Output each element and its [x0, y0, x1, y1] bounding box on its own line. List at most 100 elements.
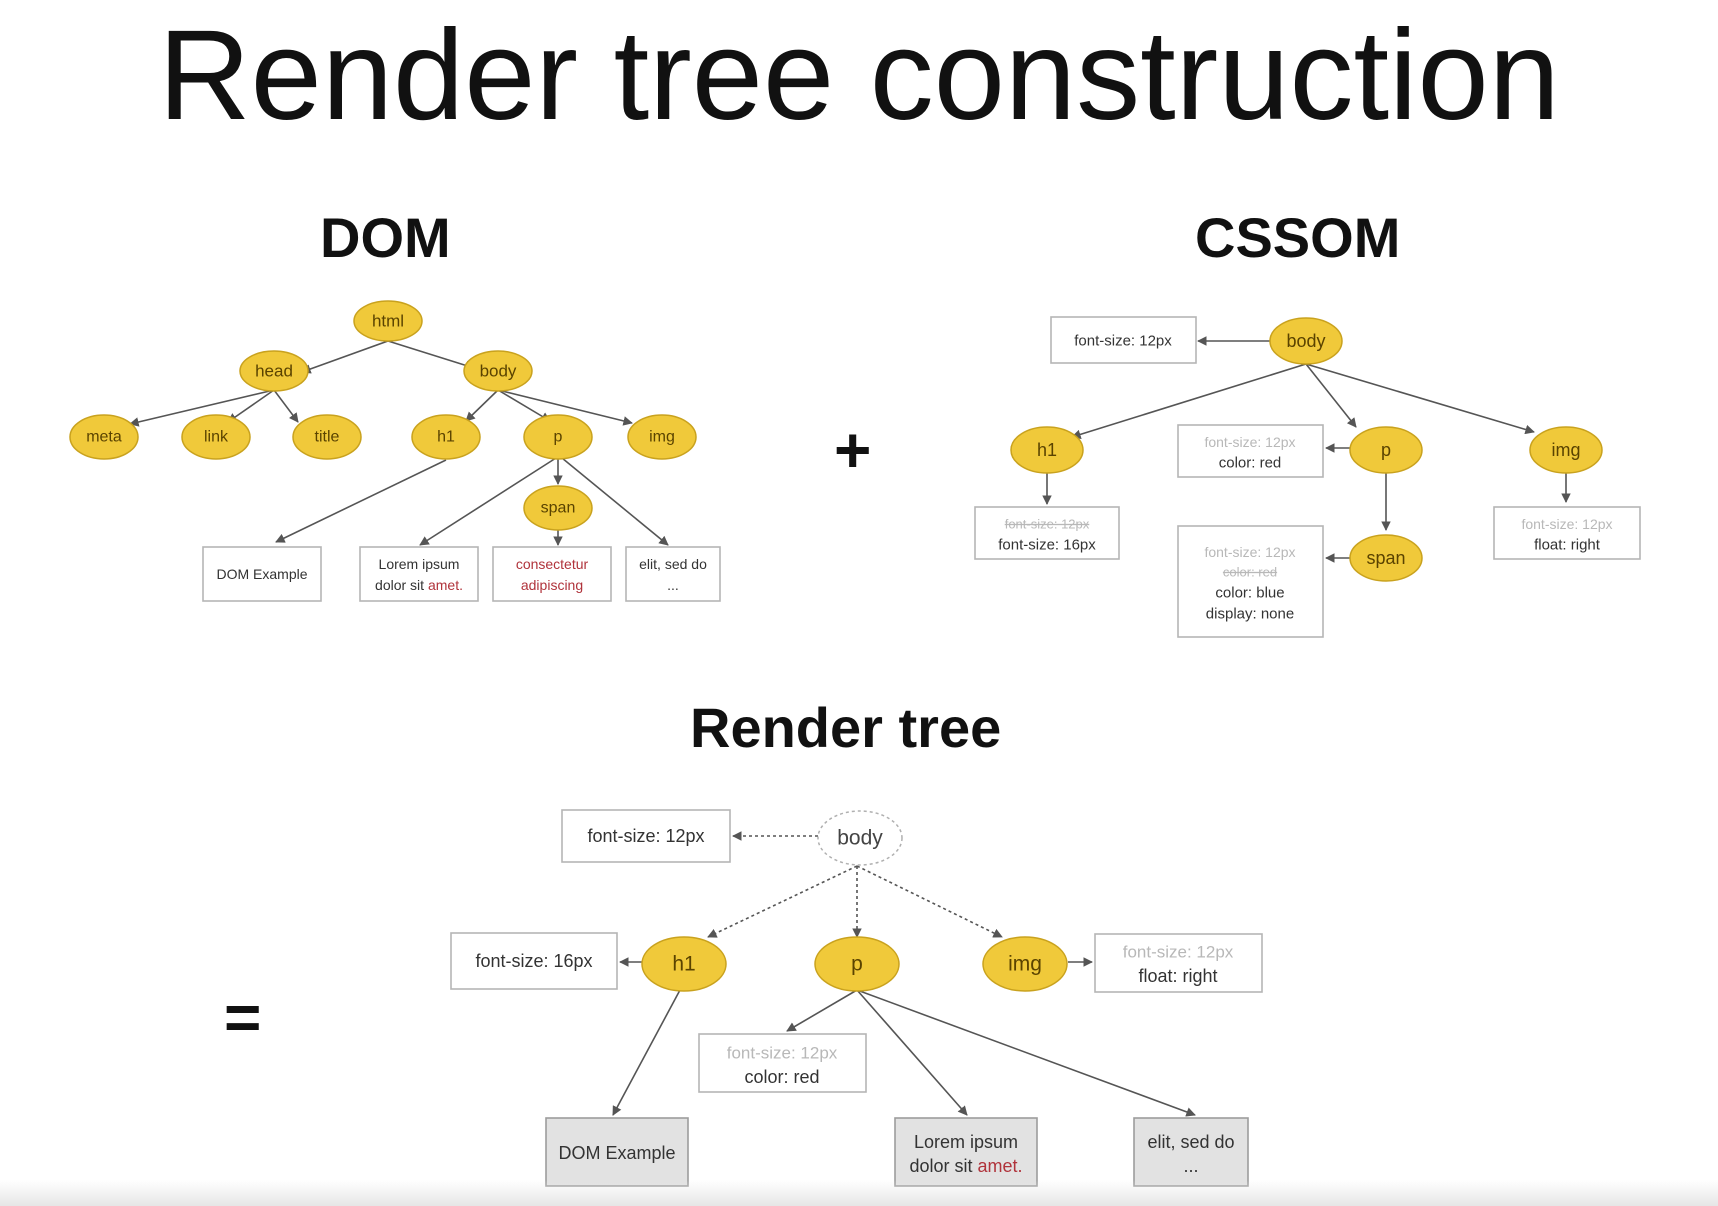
- cssom-edge-body-img: [1305, 363, 1535, 435]
- cssom-rule-span-inherited-1: font-size: 12px: [1204, 544, 1295, 560]
- render-node-img-label: img: [1008, 953, 1042, 976]
- cssom-node-body: body: [1269, 317, 1343, 365]
- dom-node-p-label: p: [554, 429, 563, 446]
- render-tree-heading: Render tree: [690, 696, 1002, 759]
- dom-node-meta-label: meta: [86, 429, 122, 446]
- render-rule-body: font-size: 12px: [561, 809, 731, 863]
- cssom-rule-p-inherited: font-size: 12px: [1204, 434, 1295, 450]
- dom-text-consectetur-line2: adipiscing: [521, 577, 583, 593]
- render-rule-h1: font-size: 16px: [450, 932, 618, 990]
- dom-node-title: title: [292, 414, 362, 460]
- render-rule-p: font-size: 12px color: red: [698, 1033, 867, 1093]
- render-text-dom-example: DOM Example: [545, 1117, 689, 1187]
- bottom-shade: [0, 1180, 1718, 1206]
- render-text-dom-example-label: DOM Example: [558, 1143, 675, 1163]
- dom-node-img-label: img: [649, 429, 675, 446]
- dom-heading: DOM: [320, 206, 451, 269]
- cssom-rule-img-active: float: right: [1534, 537, 1601, 554]
- dom-node-p: p: [523, 414, 593, 460]
- dom-text-lorem-line1: Lorem ipsum: [379, 556, 460, 572]
- cssom-rule-h1: font-size: 12px font-size: 16px: [974, 506, 1120, 560]
- cssom-edge-body-h1: [1071, 363, 1307, 440]
- dom-text-dom-example-label: DOM Example: [216, 566, 307, 582]
- render-node-body: body: [817, 810, 903, 866]
- dom-text-lorem: Lorem ipsum dolor sit amet.: [359, 546, 479, 602]
- dom-edge-p-elit: [561, 457, 669, 546]
- render-edge-h1-text: [612, 989, 681, 1116]
- dom-node-h1: h1: [411, 414, 481, 460]
- render-text-elit: elit, sed do ...: [1133, 1117, 1249, 1187]
- render-rule-body-label: font-size: 12px: [587, 826, 704, 846]
- dom-edge-head-title: [273, 389, 299, 423]
- render-text-lorem-line2: dolor sit amet.: [909, 1156, 1022, 1176]
- render-node-p-label: p: [851, 953, 863, 976]
- cssom-rule-img-inherited: font-size: 12px: [1521, 516, 1612, 532]
- render-rule-img-active: float: right: [1138, 966, 1217, 986]
- cssom-rule-span: font-size: 12px color: red color: blue d…: [1177, 525, 1324, 638]
- dom-node-span-label: span: [541, 500, 576, 517]
- cssom-node-p: p: [1349, 426, 1423, 474]
- render-node-p: p: [814, 936, 900, 992]
- dom-text-elit-line1: elit, sed do: [639, 556, 707, 572]
- render-edge-p-lorem: [856, 989, 968, 1116]
- dom-node-link: link: [181, 414, 251, 460]
- cssom-node-h1-label: h1: [1037, 440, 1057, 460]
- slide-title: Render tree construction: [158, 4, 1560, 147]
- render-text-elit-line2: ...: [1183, 1156, 1198, 1176]
- render-text-lorem: Lorem ipsum dolor sit amet.: [894, 1117, 1038, 1187]
- render-node-body-label: body: [837, 827, 883, 850]
- dom-edge-p-lorem: [419, 457, 557, 546]
- cssom-rule-h1-overridden: font-size: 12px: [1005, 517, 1090, 532]
- render-rule-p-active: color: red: [744, 1067, 819, 1087]
- cssom-heading: CSSOM: [1195, 206, 1401, 269]
- dom-node-h1-label: h1: [437, 429, 455, 446]
- dom-edge-body-img: [497, 389, 633, 426]
- dom-edge-body-h1: [465, 389, 499, 422]
- render-edge-p-elit: [856, 989, 1196, 1117]
- dom-node-meta: meta: [69, 414, 139, 460]
- cssom-rule-span-overridden: color: red: [1223, 565, 1277, 580]
- cssom-node-h1: h1: [1010, 426, 1084, 474]
- render-edge-p-rule: [786, 989, 858, 1032]
- dom-edge-head-link: [227, 389, 275, 423]
- dom-node-html: html: [353, 300, 423, 342]
- dom-node-img: img: [627, 414, 697, 460]
- dom-text-consectetur: consectetur adipiscing: [492, 546, 612, 602]
- dom-text-dom-example: DOM Example: [202, 546, 322, 602]
- dom-node-head-label: head: [255, 362, 293, 381]
- dom-edges: [129, 340, 669, 546]
- render-text-lorem-line1: Lorem ipsum: [914, 1132, 1018, 1152]
- render-edge-body-h1: [707, 865, 858, 938]
- dom-edge-head-meta: [129, 389, 275, 427]
- dom-node-html-label: html: [372, 312, 404, 331]
- cssom-rule-span-active-2: display: none: [1206, 606, 1294, 623]
- cssom-rule-p-active: color: red: [1219, 455, 1282, 472]
- cssom-edge-body-p: [1305, 363, 1357, 428]
- cssom-node-p-label: p: [1381, 440, 1391, 460]
- cssom-rule-body-label: font-size: 12px: [1074, 333, 1172, 350]
- dom-node-body-label: body: [480, 362, 517, 381]
- cssom-rule-span-active-1: color: blue: [1215, 585, 1284, 602]
- render-rule-h1-label: font-size: 16px: [475, 951, 592, 971]
- render-rule-img-inherited: font-size: 12px: [1123, 943, 1234, 962]
- dom-text-elit: elit, sed do ...: [625, 546, 721, 602]
- render-text-elit-line1: elit, sed do: [1147, 1132, 1234, 1152]
- cssom-rule-h1-active: font-size: 16px: [998, 537, 1096, 554]
- render-node-h1: h1: [641, 936, 727, 992]
- dom-text-elit-line2: ...: [667, 577, 679, 593]
- render-tree: font-size: 12px body font-size: 16px h1 …: [450, 809, 1263, 1187]
- dom-tree: html head body meta link title: [69, 300, 721, 602]
- cssom-rule-body: font-size: 12px: [1050, 316, 1197, 364]
- dom-node-body: body: [463, 350, 533, 392]
- cssom-edges: [1042, 336, 1571, 563]
- dom-node-span: span: [523, 485, 593, 531]
- cssom-node-img: img: [1529, 426, 1603, 474]
- cssom-rule-p: font-size: 12px color: red: [1177, 424, 1324, 478]
- cssom-node-img-label: img: [1551, 440, 1580, 460]
- cssom-rule-img: font-size: 12px float: right: [1493, 506, 1641, 560]
- render-node-h1-label: h1: [672, 953, 695, 976]
- dom-edge-html-body: [387, 340, 475, 370]
- render-edge-body-img: [856, 865, 1003, 938]
